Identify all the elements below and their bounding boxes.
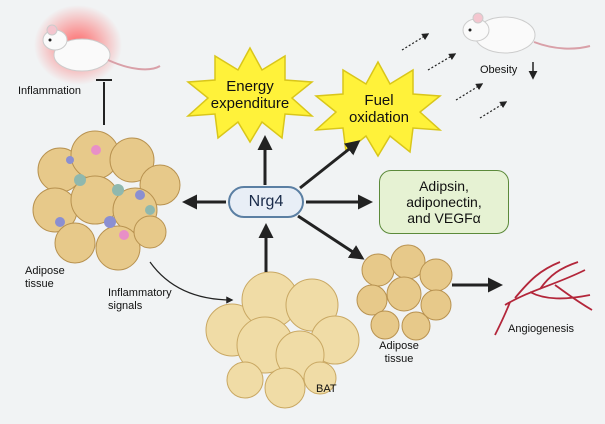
- energy-expenditure-star: [185, 46, 315, 144]
- label-vegfa: and VEGFα: [407, 210, 481, 226]
- label-adipsin: Adipsin,: [419, 178, 469, 194]
- label-adiponectin: adiponectin,: [406, 194, 482, 210]
- adipose-tissue-left-icon: [32, 130, 181, 271]
- label-inflammation: Inflammation: [18, 85, 81, 97]
- label-energy-line2: expenditure: [210, 95, 290, 112]
- label-adipose-right-line2: tissue: [384, 353, 414, 365]
- bat-tissue-icon: [205, 271, 360, 409]
- label-adipose-tissue-left: Adipose tissue: [25, 265, 65, 291]
- label-adipose-tissue-right: Adipose tissue: [374, 340, 424, 366]
- label-adipose-right-line1: Adipose: [379, 340, 419, 352]
- label-obesity: Obesity: [480, 64, 518, 76]
- label-adipose-left-line2: tissue: [25, 278, 54, 290]
- label-energy-expenditure: Energy expenditure: [210, 78, 290, 112]
- label-bat: BAT: [316, 383, 337, 395]
- adipokines-box: Adipsin, adiponectin, and VEGFα: [379, 170, 509, 234]
- nrg4-node: Nrg4: [228, 186, 304, 218]
- inflammatory-signals-arrow: [149, 261, 234, 304]
- label-fuel-line2: oxidation: [348, 109, 410, 126]
- label-inflammatory-line2: signals: [108, 300, 143, 312]
- obese-mouse-icon: [462, 12, 591, 54]
- label-adipose-left-line1: Adipose: [25, 265, 65, 277]
- fuel-oxidation-star: [313, 60, 443, 158]
- label-energy-line1: Energy: [226, 78, 274, 95]
- label-inflammatory-signals: Inflammatory signals: [108, 287, 172, 313]
- adipose-tissue-right-icon: [356, 244, 453, 341]
- label-angiogenesis: Angiogenesis: [508, 323, 575, 335]
- nrg4-arrows: [182, 135, 503, 293]
- label-fuel-line1: Fuel: [364, 92, 394, 109]
- label-fuel-oxidation: Fuel oxidation: [340, 92, 418, 126]
- inflamed-mouse-icon: [34, 5, 161, 85]
- dotted-arrows: [401, 33, 508, 119]
- label-inflammatory-line1: Inflammatory: [108, 287, 172, 299]
- blood-vessel-icon: [494, 261, 593, 336]
